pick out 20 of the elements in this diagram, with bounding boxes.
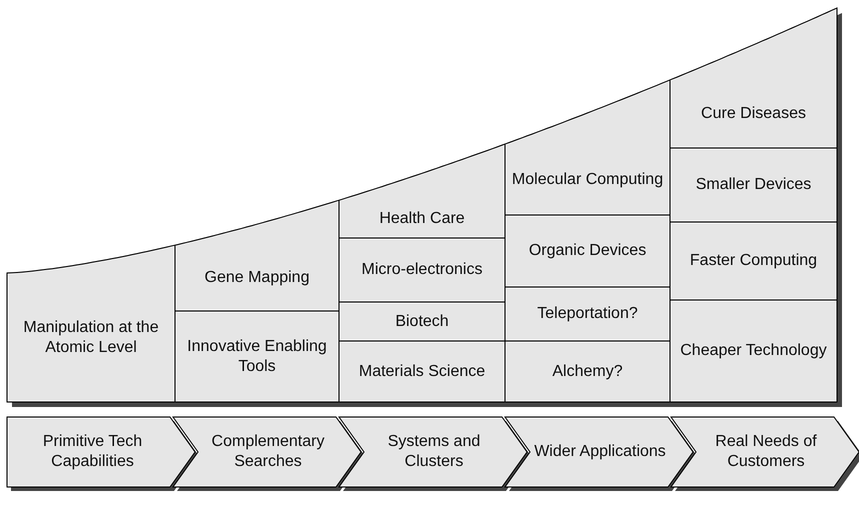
technology-label: Manipulation at the Atomic Level xyxy=(22,318,160,358)
technology-label: Teleportation? xyxy=(537,304,638,324)
technology-label: Gene Mapping xyxy=(204,268,310,288)
stage-label: Real Needs of Customers xyxy=(714,432,818,472)
stage-label: Systems and Clusters xyxy=(386,432,482,472)
technology-label: Alchemy? xyxy=(552,362,623,382)
technology-label: Materials Science xyxy=(358,362,486,382)
stage-label: Wider Applications xyxy=(534,442,666,462)
technology-label: Faster Computing xyxy=(690,251,818,271)
technology-label: Biotech xyxy=(395,312,449,332)
technology-label: Innovative Enabling Tools xyxy=(186,336,328,376)
technology-label: Cure Diseases xyxy=(701,104,806,124)
stage-label: Primitive Tech Capabilities xyxy=(42,432,144,472)
stage-label: Complementary Searches xyxy=(210,432,326,472)
technology-label: Smaller Devices xyxy=(696,175,812,195)
technology-label: Organic Devices xyxy=(528,241,646,261)
technology-label: Health Care xyxy=(379,209,465,230)
technology-label: Micro-electronics xyxy=(362,260,482,280)
technology-label: Molecular Computing xyxy=(512,170,664,190)
technology-label: Cheaper Technology xyxy=(680,341,827,361)
